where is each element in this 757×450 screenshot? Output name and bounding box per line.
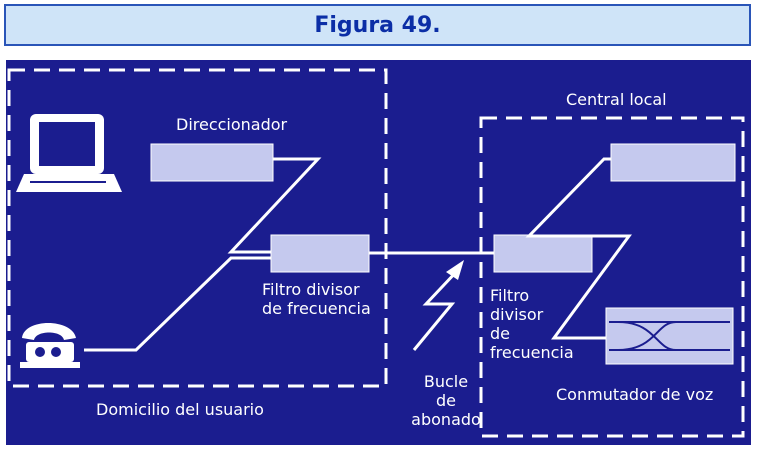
central-filter-box [493, 234, 593, 273]
user-filter-box [270, 234, 370, 273]
figure-title: Figura 49. [314, 12, 441, 38]
user-domain-boundary [7, 68, 388, 388]
direccionador-box [150, 143, 274, 182]
central-office-boundary [479, 116, 745, 438]
telephone-icon [20, 323, 80, 368]
subscriber-loop-bolt [412, 260, 464, 351]
label-user-filter: Filtro divisor de frecuencia [262, 280, 371, 318]
diagram-svg [7, 68, 745, 438]
label-central-filter: Filtro divisor de frecuencia [490, 286, 574, 362]
voice-switch-box [605, 307, 734, 365]
label-central-local: Central local [566, 90, 667, 109]
figure-title-bar: Figura 49. [4, 4, 751, 46]
connection-lines [84, 157, 632, 352]
label-subscriber-loop: Bucle de abonado [411, 372, 481, 429]
label-direccionador: Direccionador [176, 115, 288, 134]
label-voice-switch: Conmutador de voz [556, 385, 714, 404]
label-user-domain: Domicilio del usuario [96, 400, 264, 419]
central-data-box [610, 143, 736, 182]
computer-icon [16, 114, 122, 192]
network-diagram: Direccionador Central local Filtro divis… [6, 60, 751, 445]
